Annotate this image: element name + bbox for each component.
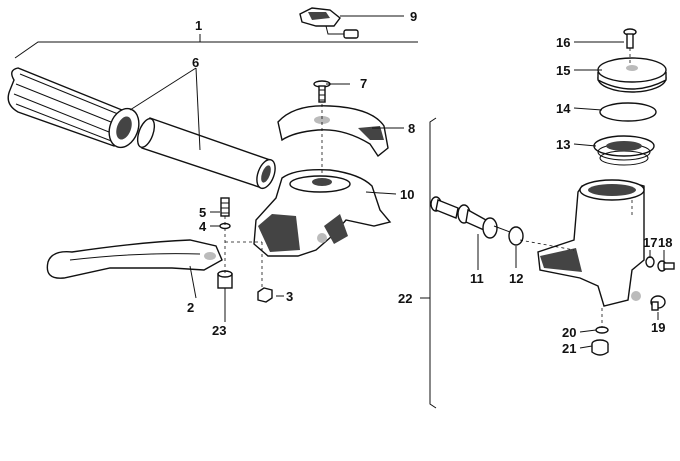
- callout-19: 19: [651, 320, 665, 335]
- part-diaphragm-13: [593, 135, 655, 166]
- callout-17: 17: [643, 235, 657, 250]
- callout-labels: 1 2 3 4 5 6 7 8 9 10 11 12 13 14 15 16 1…: [187, 9, 672, 356]
- part-screw-16: [623, 28, 637, 49]
- callout-22: 22: [398, 291, 412, 306]
- part-bolt-5: [220, 197, 230, 217]
- part-washer-17: [645, 256, 655, 268]
- callout-3: 3: [286, 289, 293, 304]
- group-bracket-1: [14, 34, 418, 59]
- callout-10: 10: [400, 187, 414, 202]
- callout-1: 1: [195, 18, 202, 33]
- callout-8: 8: [408, 121, 415, 136]
- part-hand-lever: [46, 239, 223, 279]
- part-bush-23: [217, 270, 233, 289]
- callout-15: 15: [556, 63, 570, 78]
- centre-lines: [224, 48, 633, 328]
- part-banjo-bolt-18: [657, 260, 675, 272]
- part-cover: [277, 105, 389, 158]
- part-nut-3: [257, 287, 273, 303]
- callout-14: 14: [556, 101, 571, 116]
- callout-16: 16: [556, 35, 570, 50]
- callout-12: 12: [509, 271, 523, 286]
- part-switch: [299, 7, 359, 39]
- callout-18: 18: [658, 235, 672, 250]
- part-piston-assembly: [430, 196, 511, 239]
- callout-2: 2: [187, 300, 194, 315]
- callout-5: 5: [199, 205, 206, 220]
- callout-13: 13: [556, 137, 570, 152]
- callout-7: 7: [360, 76, 367, 91]
- part-clip-12: [508, 226, 524, 246]
- callout-20: 20: [562, 325, 576, 340]
- part-master-cylinder: [537, 179, 645, 307]
- callout-9: 9: [410, 9, 417, 24]
- part-lever-housing: [253, 168, 392, 257]
- part-screw-7: [313, 80, 331, 103]
- callout-11: 11: [470, 271, 484, 286]
- part-gasket-14: [599, 102, 657, 122]
- part-throttle-tube: [136, 117, 276, 190]
- callout-23: 23: [212, 323, 226, 338]
- callout-6: 6: [192, 55, 199, 70]
- callout-4: 4: [199, 219, 207, 234]
- leader-lines: [129, 15, 665, 349]
- callout-21: 21: [562, 341, 576, 356]
- group-bracket-22: [429, 117, 437, 409]
- part-plug-21: [591, 339, 609, 356]
- part-grip: [7, 67, 140, 149]
- part-bolt-19: [650, 295, 666, 311]
- part-reservoir-cap: [597, 57, 667, 93]
